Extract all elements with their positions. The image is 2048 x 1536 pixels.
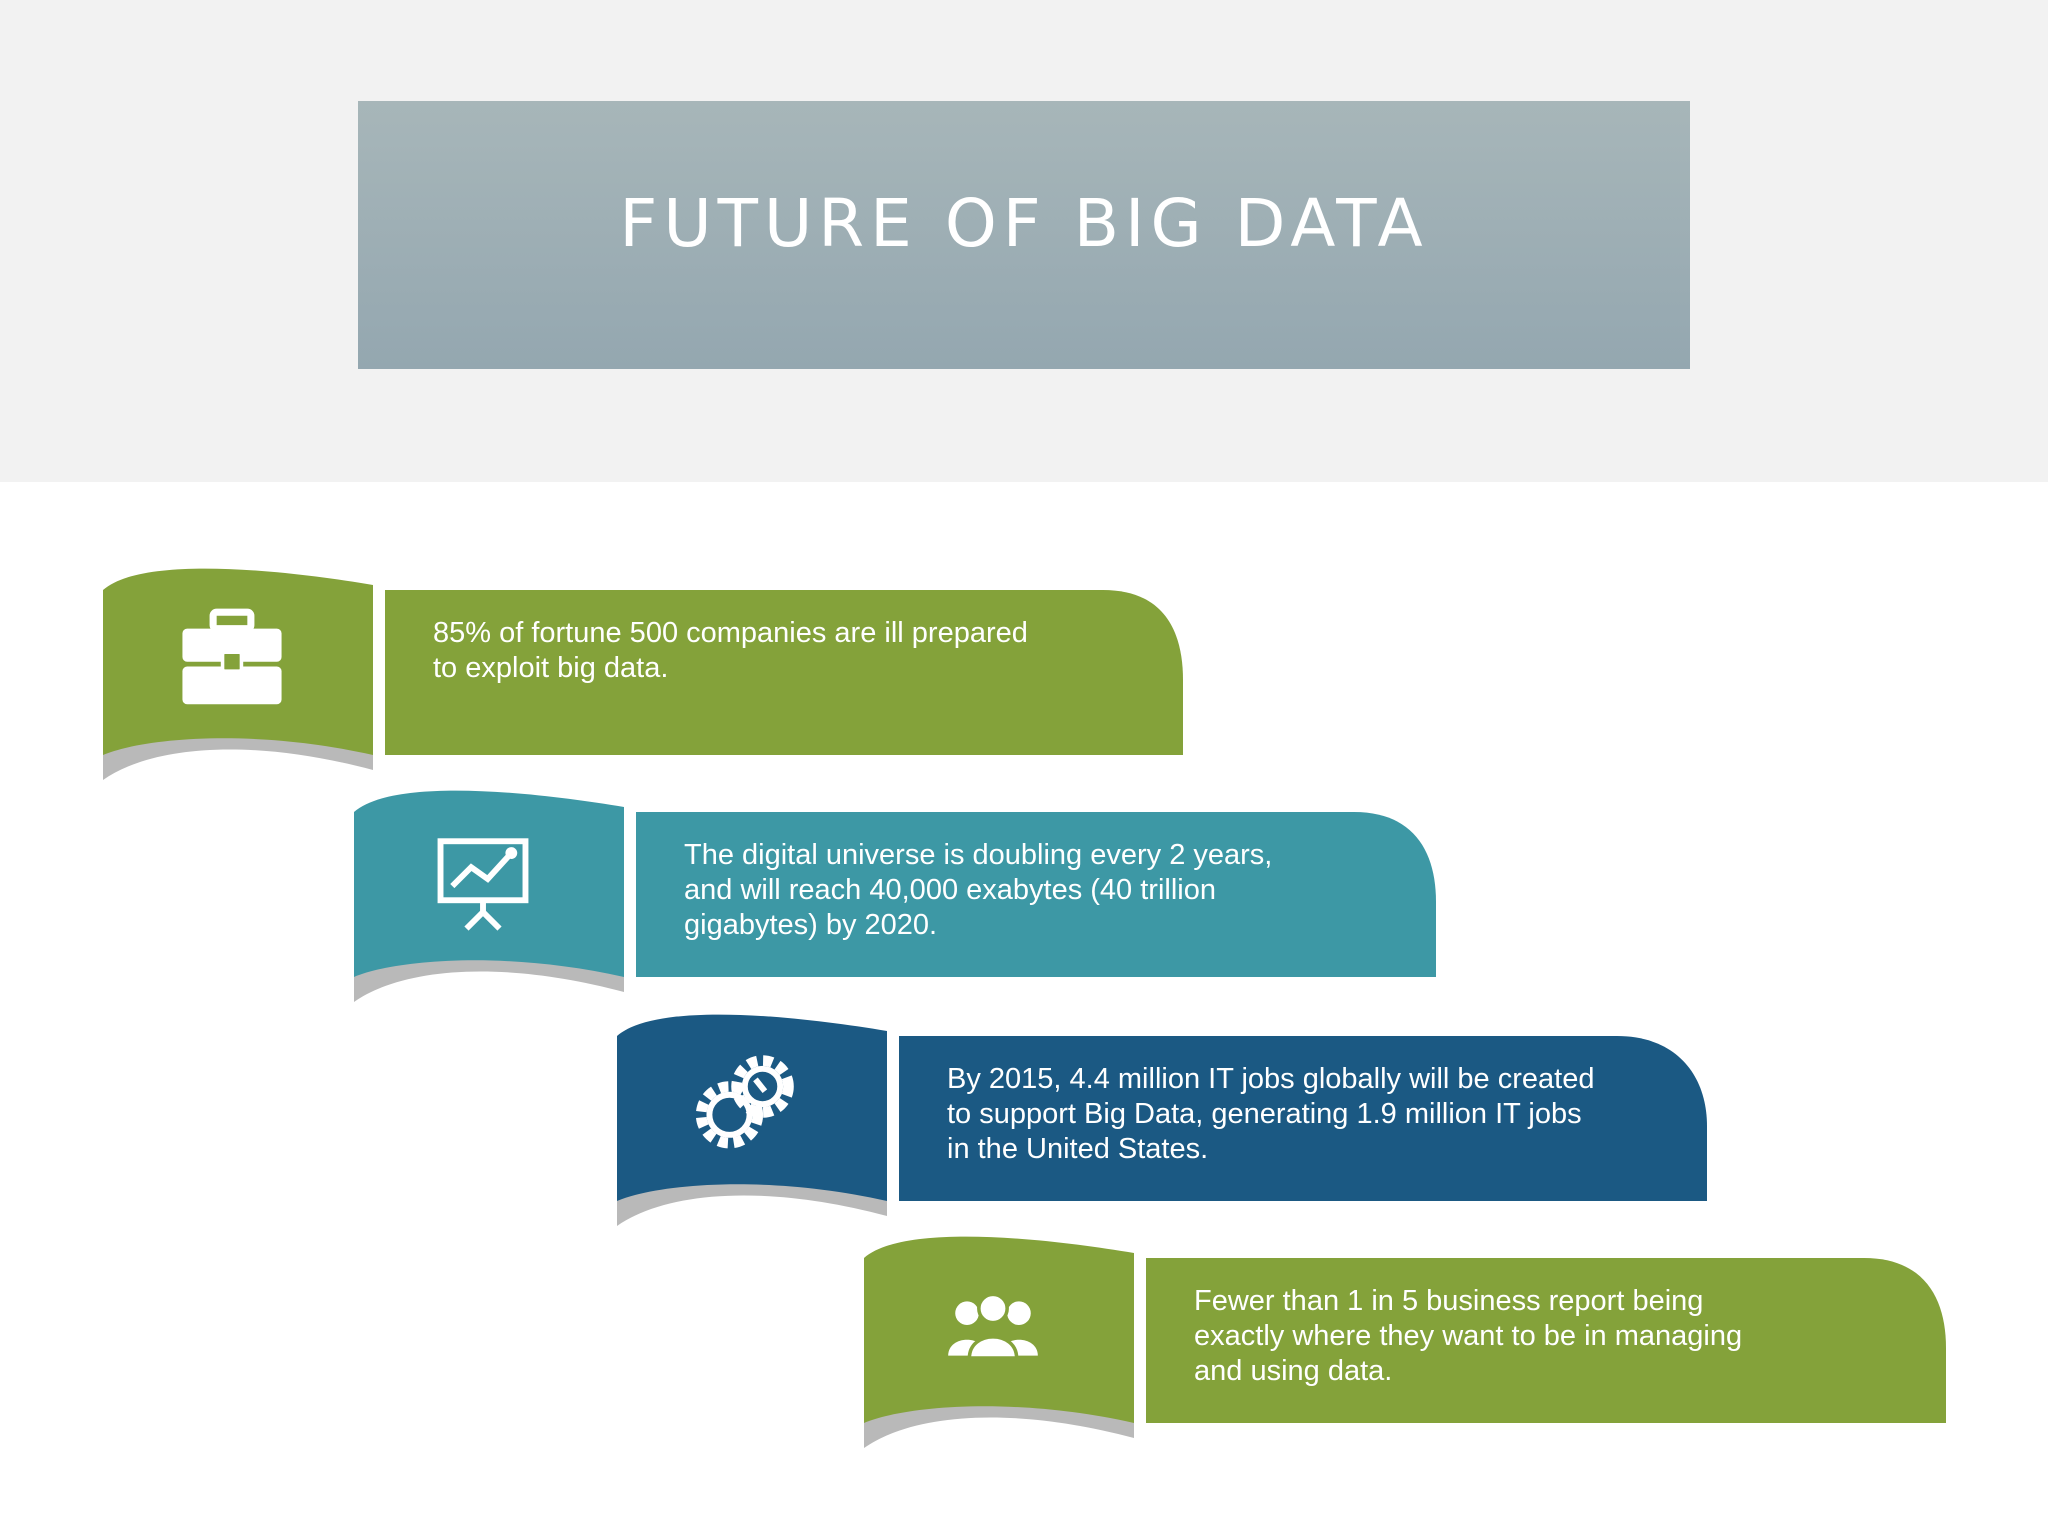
fact-text-1: 85% of fortune 500 companies are ill pre… — [433, 617, 1028, 684]
fact-text-3: By 2015, 4.4 million IT jobs globally wi… — [947, 1063, 1595, 1165]
fact-card-3: By 2015, 4.4 million IT jobs globally wi… — [617, 1006, 1717, 1256]
title-banner: FUTURE OF BIG DATA — [358, 101, 1690, 369]
fact-card-2-shape — [354, 790, 1436, 1002]
header-band: FUTURE OF BIG DATA — [0, 0, 2048, 482]
fact-card-1: 85% of fortune 500 companies are ill pre… — [103, 560, 1203, 810]
people-group-icon — [934, 1266, 1052, 1384]
gears-icon — [687, 1044, 805, 1162]
page-title: FUTURE OF BIG DATA — [619, 184, 1429, 262]
fact-card-2: The digital universe is doubling every 2… — [354, 782, 1454, 1032]
presentation-board-icon — [424, 820, 542, 938]
fact-card-4-shape — [864, 1236, 1946, 1448]
fact-text-4: Fewer than 1 in 5 business report being … — [1194, 1285, 1743, 1387]
briefcase-icon — [173, 598, 291, 716]
fact-card-4: Fewer than 1 in 5 business report being … — [864, 1228, 1964, 1478]
fact-text-2: The digital universe is doubling every 2… — [684, 839, 1273, 941]
